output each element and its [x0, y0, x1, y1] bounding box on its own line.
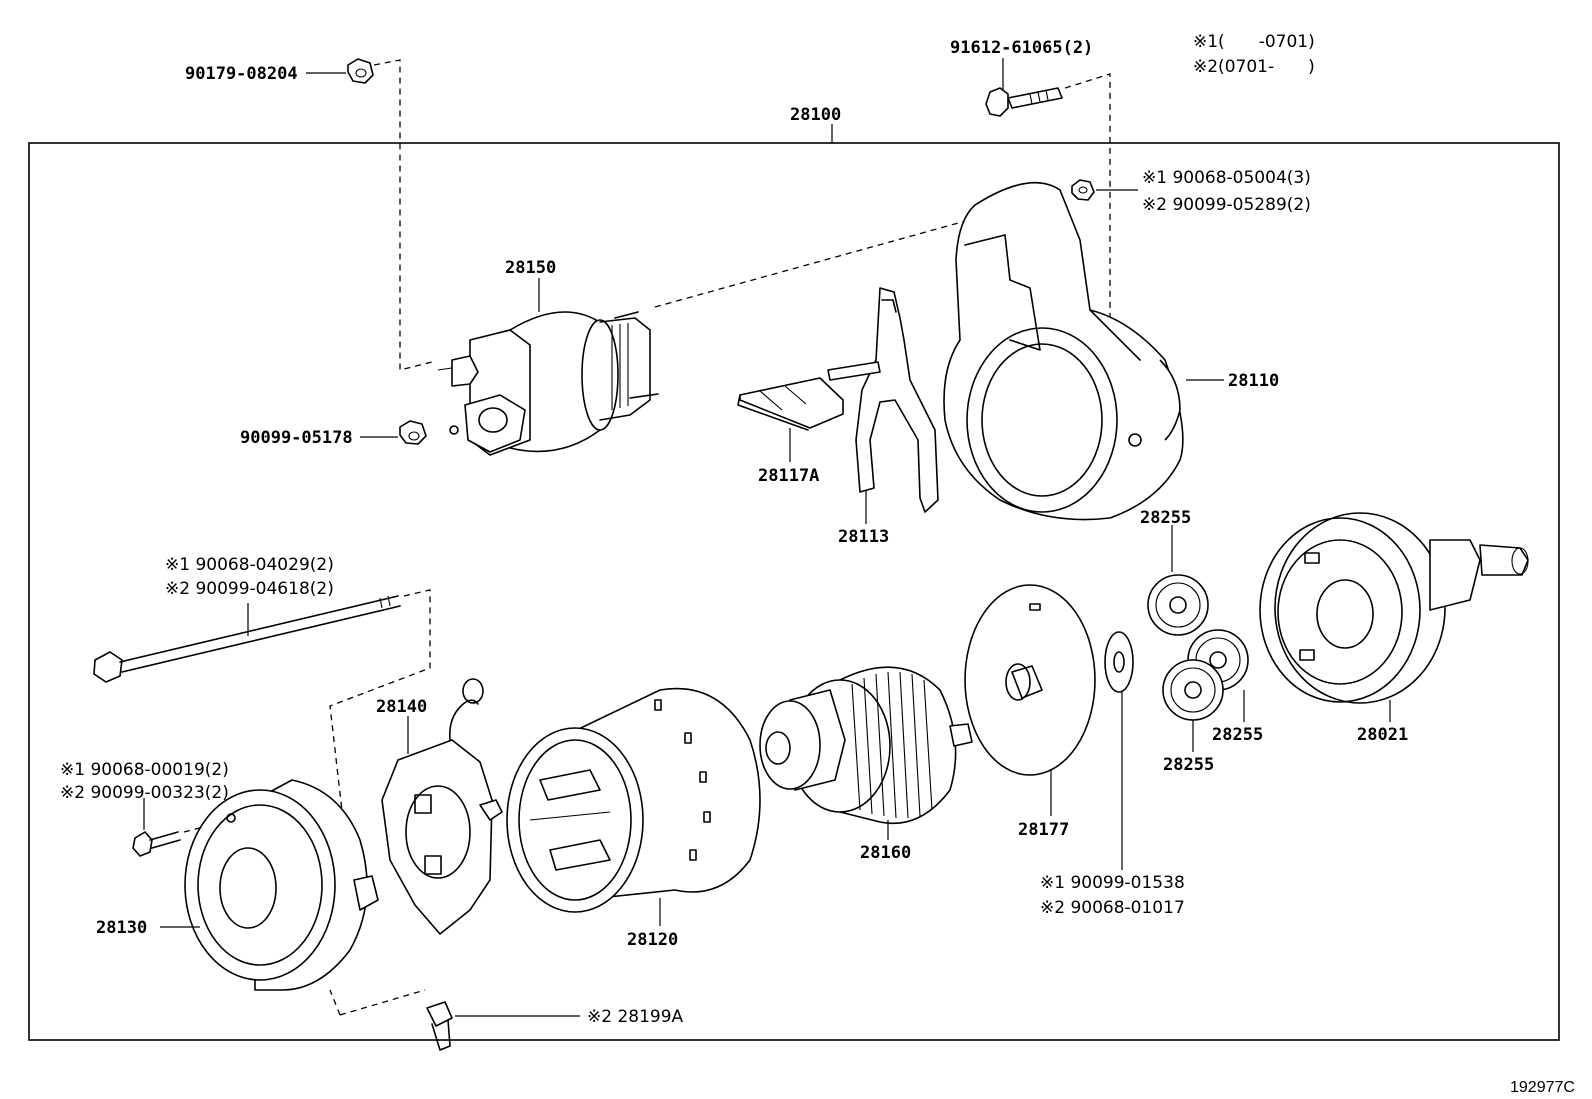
nut-solenoid: [399, 420, 427, 445]
starter-clutch: [1259, 512, 1529, 704]
through-bolt: [93, 595, 401, 683]
end-frame-screw: [132, 831, 181, 857]
center-bearing-plate: [964, 584, 1096, 776]
thrust-washer: [1104, 631, 1134, 693]
solenoid-label: 28150: [505, 258, 556, 278]
commutator-end-frame-label: 28130: [96, 918, 147, 938]
field-yoke: [506, 687, 761, 913]
solenoid-dashline: [654, 216, 981, 308]
end-cap-dashline: [329, 989, 426, 1016]
through-bolt-dashline: [329, 589, 431, 899]
armature-label: 28160: [860, 843, 911, 863]
drive-lever: [827, 287, 939, 513]
through-bolt-label-2: ※2 90099-04618(2): [165, 579, 334, 599]
end-frame-screw-label-1: ※1 90068-00019(2): [60, 760, 229, 780]
nut-top-left: [347, 58, 374, 84]
planetary-gear-top-label: 28255: [1140, 508, 1191, 528]
drawing-number: 192977C: [1510, 1079, 1575, 1096]
brush-holder-label: 28140: [376, 697, 427, 717]
nut-solenoid-label: 90099-05178: [240, 428, 353, 448]
thrust-washer-label-1: ※1 90099-01538: [1040, 873, 1185, 893]
planetary-gear-bottom-label: 28255: [1163, 755, 1214, 775]
through-bolt-label-1: ※1 90068-04029(2): [165, 555, 334, 575]
assembly-frame: [28, 142, 1560, 1041]
armature: [759, 666, 973, 825]
thrust-washer-label-2: ※2 90068-01017: [1040, 898, 1185, 918]
nut-right: [1071, 179, 1095, 201]
nut-top-left-label: 90179-08204: [185, 64, 298, 84]
assembly-label: 28100: [790, 105, 841, 125]
drive-housing: [943, 182, 1184, 521]
end-cap: [426, 1001, 453, 1051]
commutator-end-frame: [184, 779, 379, 991]
legend-note-1: ※1( -0701): [1193, 32, 1315, 52]
brush-holder: [381, 678, 503, 935]
center-bearing-plate-label: 28177: [1018, 820, 1069, 840]
drive-housing-label: 28110: [1228, 371, 1279, 391]
planetary-gear-top: [1147, 574, 1209, 636]
starter-clutch-label: 28021: [1357, 725, 1408, 745]
bolt-top-label: 91612-61065(2): [950, 38, 1093, 58]
nut-right-label-1: ※1 90068-05004(3): [1142, 168, 1311, 188]
planetary-gear-bottom: [1162, 659, 1224, 721]
legend-note-2: ※2(0701- ): [1193, 57, 1315, 77]
nut-top-left-dashline: [373, 59, 433, 371]
end-cap-label: ※2 28199A: [587, 1007, 684, 1027]
holder-part-28117a: [737, 377, 844, 431]
solenoid-switch: [437, 311, 659, 456]
holder-part-28117a-label: 28117A: [758, 466, 819, 486]
end-frame-screw-label-2: ※2 90099-00323(2): [60, 783, 229, 803]
field-yoke-label: 28120: [627, 930, 678, 950]
drive-lever-label: 28113: [838, 527, 889, 547]
bolt-top: [985, 87, 1063, 117]
nut-right-label-2: ※2 90099-05289(2): [1142, 195, 1311, 215]
planetary-gear-right-label: 28255: [1212, 725, 1263, 745]
